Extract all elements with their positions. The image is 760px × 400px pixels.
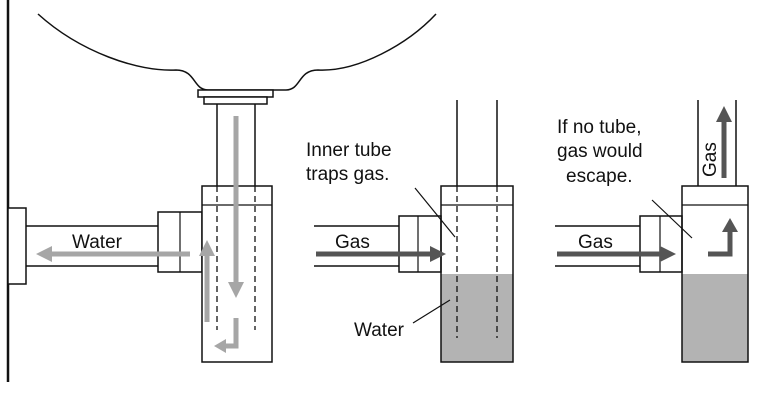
- no-tube-leader-line: [651, 199, 693, 239]
- water-down-arrowhead: [228, 282, 244, 298]
- no-tube-label-line3: escape.: [566, 166, 633, 187]
- water-fill-middle: [441, 274, 513, 362]
- no-tube-label-line1: If no tube,: [557, 117, 642, 138]
- water-label-left: Water: [72, 232, 123, 253]
- middle-trap-body: [440, 185, 514, 363]
- water-left-arrowhead: [214, 339, 226, 353]
- escape-l-arrowhead: [722, 218, 738, 232]
- drain-fitting-lower: [203, 96, 268, 105]
- no-tube-label-line2: gas would: [557, 141, 643, 162]
- sink-basin: [37, 13, 437, 91]
- water-up-arrowhead: [199, 240, 215, 256]
- middle-panel: Gas Inner tube traps gas. Water: [306, 100, 514, 363]
- gas-label-right: Gas: [578, 232, 613, 253]
- water-flow-arrows: [36, 116, 244, 353]
- inner-tube-label-line2: traps gas.: [306, 164, 389, 185]
- right-panel: If no tube, gas would escape. Gas Gas: [555, 100, 749, 363]
- water-outlet-arrowhead: [36, 246, 52, 262]
- right-gas-arrowhead: [660, 246, 676, 262]
- water-fill-right: [682, 274, 748, 362]
- wall-flange: [7, 207, 27, 285]
- water-leader-line: [412, 299, 451, 324]
- right-trap-body: [681, 185, 749, 363]
- gas-label-middle: Gas: [335, 232, 370, 253]
- inner-tube-label-line1: Inner tube: [306, 140, 392, 161]
- up-gas-arrowhead: [716, 106, 732, 122]
- water-label-middle: Water: [354, 320, 405, 341]
- gas-label-vertical: Gas: [700, 142, 721, 177]
- escape-l-arrow: [708, 232, 733, 257]
- middle-side-connector: [398, 215, 442, 273]
- right-side-connector: [639, 215, 683, 273]
- middle-gas-arrowhead: [430, 246, 446, 262]
- left-panel: Water: [6, 0, 437, 382]
- drain-fitting-upper: [197, 89, 274, 98]
- inner-tube-leader-line: [414, 187, 456, 238]
